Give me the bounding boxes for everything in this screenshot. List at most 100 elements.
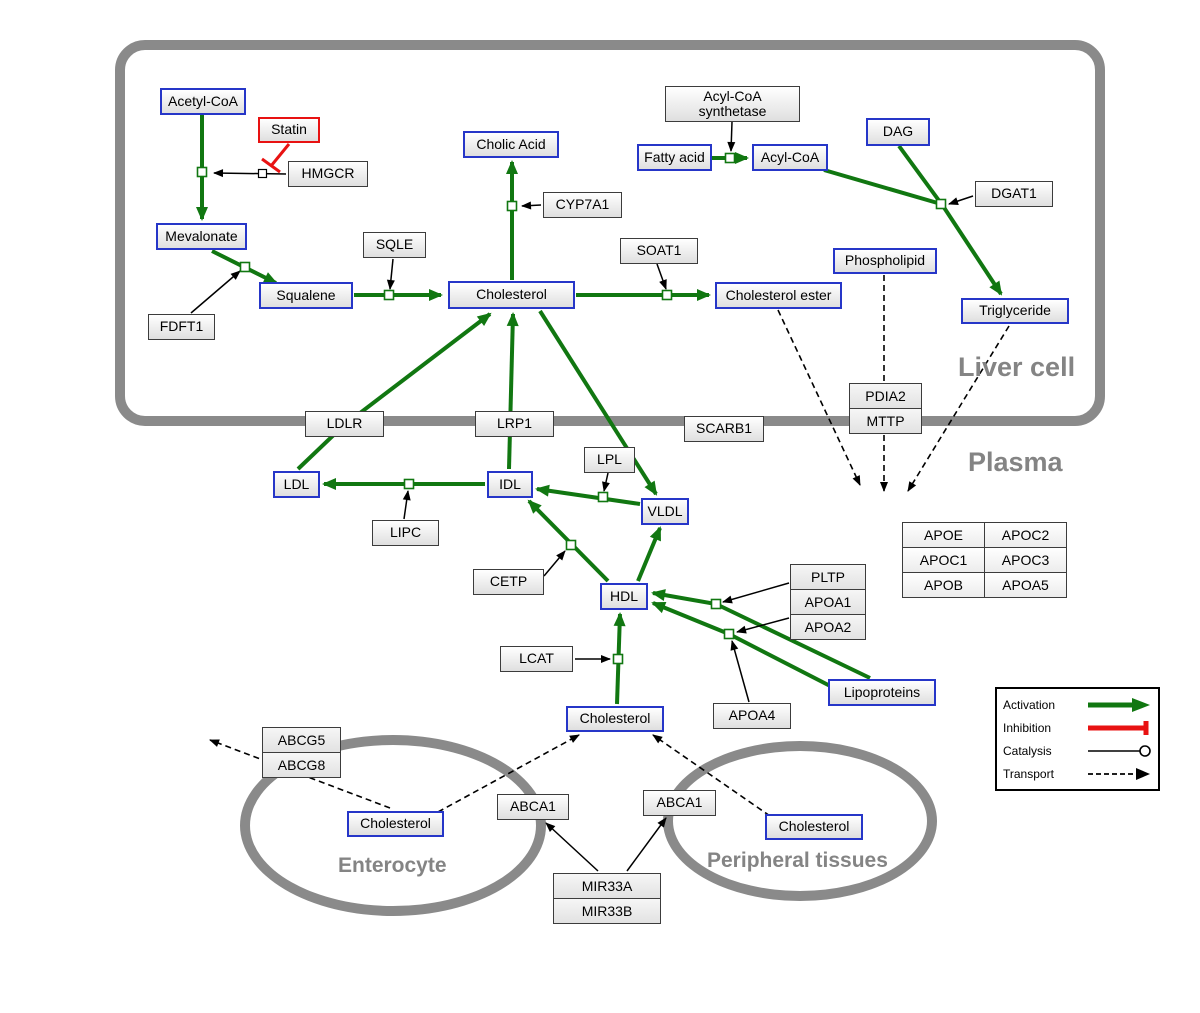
node-acyl-coa-synthetase[interactable]: Acyl-CoA synthetase bbox=[665, 86, 800, 122]
edge-ldl-ldlr-cholesterol bbox=[296, 312, 492, 471]
legend-inhibition-row: Inhibition bbox=[1003, 717, 1152, 739]
node-hdl[interactable]: HDL bbox=[600, 583, 648, 610]
node-abcg8[interactable]: ABCG8 bbox=[262, 752, 341, 778]
node-cholesterol-peripheral[interactable]: Cholesterol bbox=[765, 814, 863, 840]
edge-dag-dgat1 bbox=[897, 144, 942, 204]
node-mir33a[interactable]: MIR33A bbox=[553, 873, 661, 899]
node-ldl[interactable]: LDL bbox=[273, 471, 320, 498]
node-lcat[interactable]: LCAT bbox=[500, 646, 573, 672]
edge-apoa4-catalysis bbox=[730, 640, 750, 703]
anchor-lipc bbox=[403, 478, 415, 490]
liver-cell-label: Liver cell bbox=[958, 352, 1076, 382]
edge-enterocyte-cholesterol-plasma bbox=[437, 734, 580, 813]
node-abca1-peripheral[interactable]: ABCA1 bbox=[643, 790, 716, 816]
node-abca1-enterocyte[interactable]: ABCA1 bbox=[497, 794, 569, 820]
legend-activation-row: Activation bbox=[1003, 694, 1152, 716]
legend-inhibition-label: Inhibition bbox=[1003, 720, 1052, 735]
edge-apoa12-catalysis bbox=[736, 617, 790, 634]
node-mir33b[interactable]: MIR33B bbox=[553, 898, 661, 924]
anchor-hmgcr bbox=[196, 166, 208, 178]
node-apoc1[interactable]: APOC1 bbox=[902, 547, 985, 573]
plasma-label: Plasma bbox=[968, 447, 1063, 477]
legend-catalysis-label: Catalysis bbox=[1003, 743, 1052, 758]
node-acetyl-coa[interactable]: Acetyl-CoA bbox=[160, 88, 246, 115]
node-lpl[interactable]: LPL bbox=[584, 447, 635, 473]
enterocyte-label: Enterocyte bbox=[338, 854, 447, 877]
enterocyte-membrane bbox=[240, 735, 546, 916]
node-phospholipid[interactable]: Phospholipid bbox=[833, 248, 937, 274]
node-mevalonate[interactable]: Mevalonate bbox=[156, 223, 247, 250]
node-lipoproteins[interactable]: Lipoproteins bbox=[828, 679, 936, 706]
node-soat1[interactable]: SOAT1 bbox=[620, 238, 698, 264]
node-mttp[interactable]: MTTP bbox=[849, 408, 922, 434]
node-ldlr[interactable]: LDLR bbox=[305, 411, 384, 437]
edge-hdl-vldl bbox=[636, 526, 662, 582]
edge-idl-lrp1-cholesterol bbox=[506, 312, 519, 470]
edge-lpl-catalysis bbox=[602, 472, 610, 492]
node-vldl[interactable]: VLDL bbox=[641, 498, 689, 525]
node-sqle[interactable]: SQLE bbox=[363, 232, 426, 258]
anchor-sqle bbox=[383, 289, 395, 301]
anchor-lpl bbox=[597, 491, 609, 503]
node-pltp[interactable]: PLTP bbox=[790, 564, 866, 590]
node-cholesterol-enterocyte[interactable]: Cholesterol bbox=[347, 811, 444, 837]
activation-arrow-icon bbox=[1088, 697, 1150, 712]
transport-dashed-arrow-icon bbox=[1088, 767, 1150, 780]
anchor-cetp bbox=[565, 539, 577, 551]
anchor-fdft1 bbox=[239, 261, 251, 273]
node-apoa4[interactable]: APOA4 bbox=[713, 703, 791, 729]
edge-cholesterol-vldl bbox=[538, 309, 658, 496]
node-lipc[interactable]: LIPC bbox=[372, 520, 439, 546]
edge-mir33-abca1-peripheral bbox=[626, 817, 667, 872]
node-apoc2[interactable]: APOC2 bbox=[984, 522, 1067, 548]
edge-mir33-abca1-enterocyte bbox=[545, 822, 599, 872]
edge-soat1-catalysis bbox=[656, 263, 667, 290]
edge-sqle-catalysis bbox=[386, 258, 395, 290]
node-apoa1[interactable]: APOA1 bbox=[790, 589, 866, 615]
node-dag[interactable]: DAG bbox=[866, 118, 930, 146]
node-apoc3[interactable]: APOC3 bbox=[984, 547, 1067, 573]
node-abcg5[interactable]: ABCG5 bbox=[262, 727, 341, 753]
edge-pltp-catalysis bbox=[722, 582, 790, 604]
node-hmgcr[interactable]: HMGCR bbox=[288, 161, 368, 187]
edge-cholesterol-abcg-export bbox=[209, 739, 391, 809]
statin-tbar-icon bbox=[261, 157, 281, 174]
node-apoa2[interactable]: APOA2 bbox=[790, 614, 866, 640]
node-fatty-acid[interactable]: Fatty acid bbox=[637, 144, 712, 171]
edge-vldl-idl bbox=[535, 484, 641, 506]
node-cetp[interactable]: CETP bbox=[473, 569, 544, 595]
anchor-pltp bbox=[710, 598, 722, 610]
node-cholic-acid[interactable]: Cholic Acid bbox=[463, 131, 559, 158]
node-pdia2[interactable]: PDIA2 bbox=[849, 383, 922, 409]
node-cholesterol-plasma[interactable]: Cholesterol bbox=[566, 706, 664, 732]
node-cholesterol-liver[interactable]: Cholesterol bbox=[448, 281, 575, 309]
node-acyl-coa[interactable]: Acyl-CoA bbox=[752, 144, 828, 171]
anchor-acylcoasynthetase bbox=[724, 152, 736, 164]
inhibition-tbar-icon bbox=[1088, 720, 1149, 735]
node-apob[interactable]: APOB bbox=[902, 572, 985, 598]
node-pltp-apoa-complex: PLTP APOA1 APOA2 bbox=[790, 564, 866, 640]
node-apoe[interactable]: APOE bbox=[902, 522, 985, 548]
node-cholesterol-ester[interactable]: Cholesterol ester bbox=[715, 282, 842, 309]
node-statin[interactable]: Statin bbox=[258, 117, 320, 143]
node-dgat1[interactable]: DGAT1 bbox=[975, 181, 1053, 207]
node-fdft1[interactable]: FDFT1 bbox=[148, 314, 215, 340]
node-scarb1[interactable]: SCARB1 bbox=[684, 416, 764, 442]
node-squalene[interactable]: Squalene bbox=[259, 282, 353, 309]
node-cyp7a1[interactable]: CYP7A1 bbox=[543, 192, 622, 218]
peripheral-tissues-label: Peripheral tissues bbox=[707, 849, 888, 872]
node-apoa5[interactable]: APOA5 bbox=[984, 572, 1067, 598]
edge-dgat1-triglyceride bbox=[941, 204, 1003, 296]
node-triglyceride[interactable]: Triglyceride bbox=[961, 298, 1069, 324]
node-idl[interactable]: IDL bbox=[487, 471, 533, 498]
node-lrp1[interactable]: LRP1 bbox=[475, 411, 554, 437]
anchor-apoa bbox=[723, 628, 735, 640]
transport-edges bbox=[209, 275, 1010, 817]
edge-fdft1-catalysis bbox=[190, 270, 241, 314]
anchor-dgat1 bbox=[935, 198, 947, 210]
peripheral-tissues-membrane bbox=[663, 741, 937, 901]
anchor-lcat bbox=[612, 653, 624, 665]
node-pdia2-mttp-complex: PDIA2 MTTP bbox=[849, 383, 922, 434]
